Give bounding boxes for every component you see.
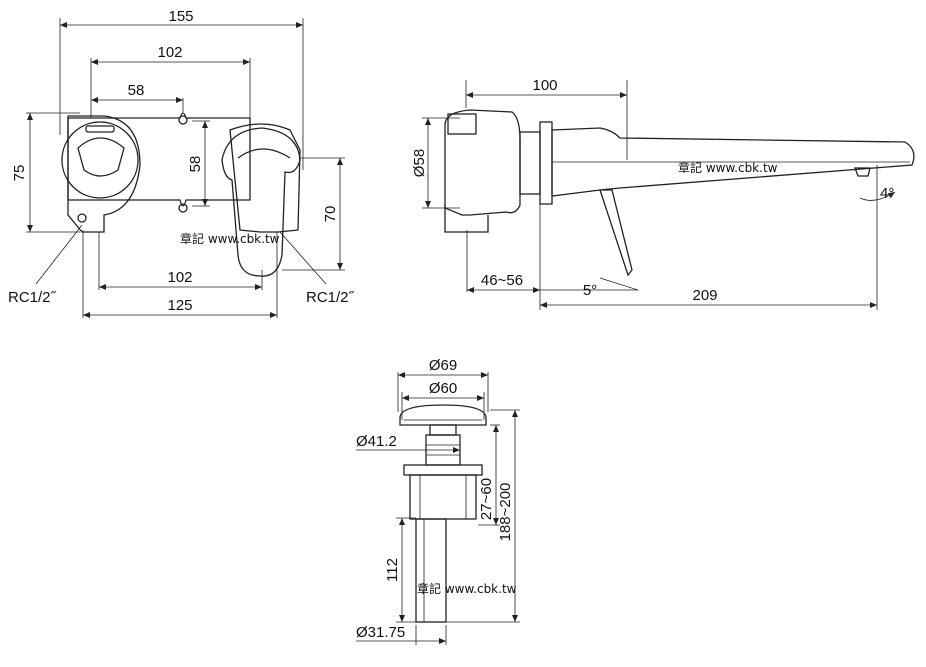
watermark-side: 章記 www.cbk.tw [678,160,778,175]
dim-dia60: Ø60 [429,380,457,397]
dim-4-deg: 4° [880,185,894,202]
watermark-front: 章記 www.cbk.tw [180,231,280,246]
dim-209: 209 [692,287,717,304]
front-view: 155 102 58 75 58 70 102 125 RC1/2˝ RC1/2… [8,8,355,318]
rc-right-label: RC1/2˝ [306,289,355,306]
rc-left-label: RC1/2˝ [8,289,57,306]
dim-155: 155 [168,8,193,25]
dim-70: 70 [322,206,339,223]
dim-102-top: 102 [157,44,182,61]
side-view: 100 Ø58 46~56 5° 209 4° 章記 www.cbk.tw [411,77,915,310]
dim-102-bottom: 102 [167,269,192,286]
dim-46-56: 46~56 [481,272,523,289]
dim-125: 125 [167,297,192,314]
dim-58-top: 58 [128,82,145,99]
dim-27-60: 27~60 [478,478,495,520]
dim-5-deg: 5° [583,282,597,299]
dim-dia41-2: Ø41.2 [356,433,397,450]
dim-dia58: Ø58 [411,149,428,177]
dim-112: 112 [384,558,401,582]
watermark-drain: 章記 www.cbk.tw [417,581,517,596]
dim-188-200: 188~200 [497,483,514,542]
dim-dia31-75: Ø31.75 [356,624,405,641]
dim-100: 100 [532,77,557,94]
dim-75: 75 [11,165,28,182]
drain-view: Ø69 Ø60 Ø41.2 27~60 188~200 112 Ø31.75 章… [356,357,520,645]
dim-58-mid: 58 [187,156,204,173]
dim-dia69: Ø69 [429,357,457,374]
